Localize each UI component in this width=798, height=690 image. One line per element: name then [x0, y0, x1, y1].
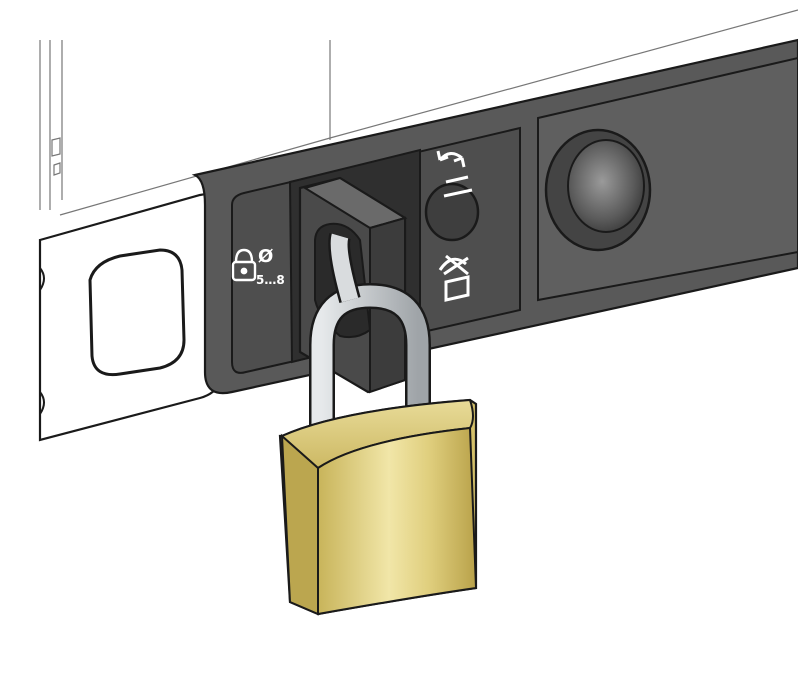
diameter-range: 5…8: [256, 273, 285, 287]
casing: [39, 9, 798, 216]
padlock-shackle: [309, 232, 431, 440]
diameter-symbol: Ø: [258, 246, 273, 267]
padlock-icon: [231, 248, 257, 282]
crossed-rotation-icon: [438, 254, 469, 276]
padlock-body: [278, 398, 478, 616]
switch-open-icon: [443, 175, 473, 198]
operating-button: [424, 182, 480, 242]
switch-closed-icon: [444, 275, 470, 302]
front-plate: [38, 193, 224, 442]
rotate-arrow-icon: [436, 150, 466, 168]
